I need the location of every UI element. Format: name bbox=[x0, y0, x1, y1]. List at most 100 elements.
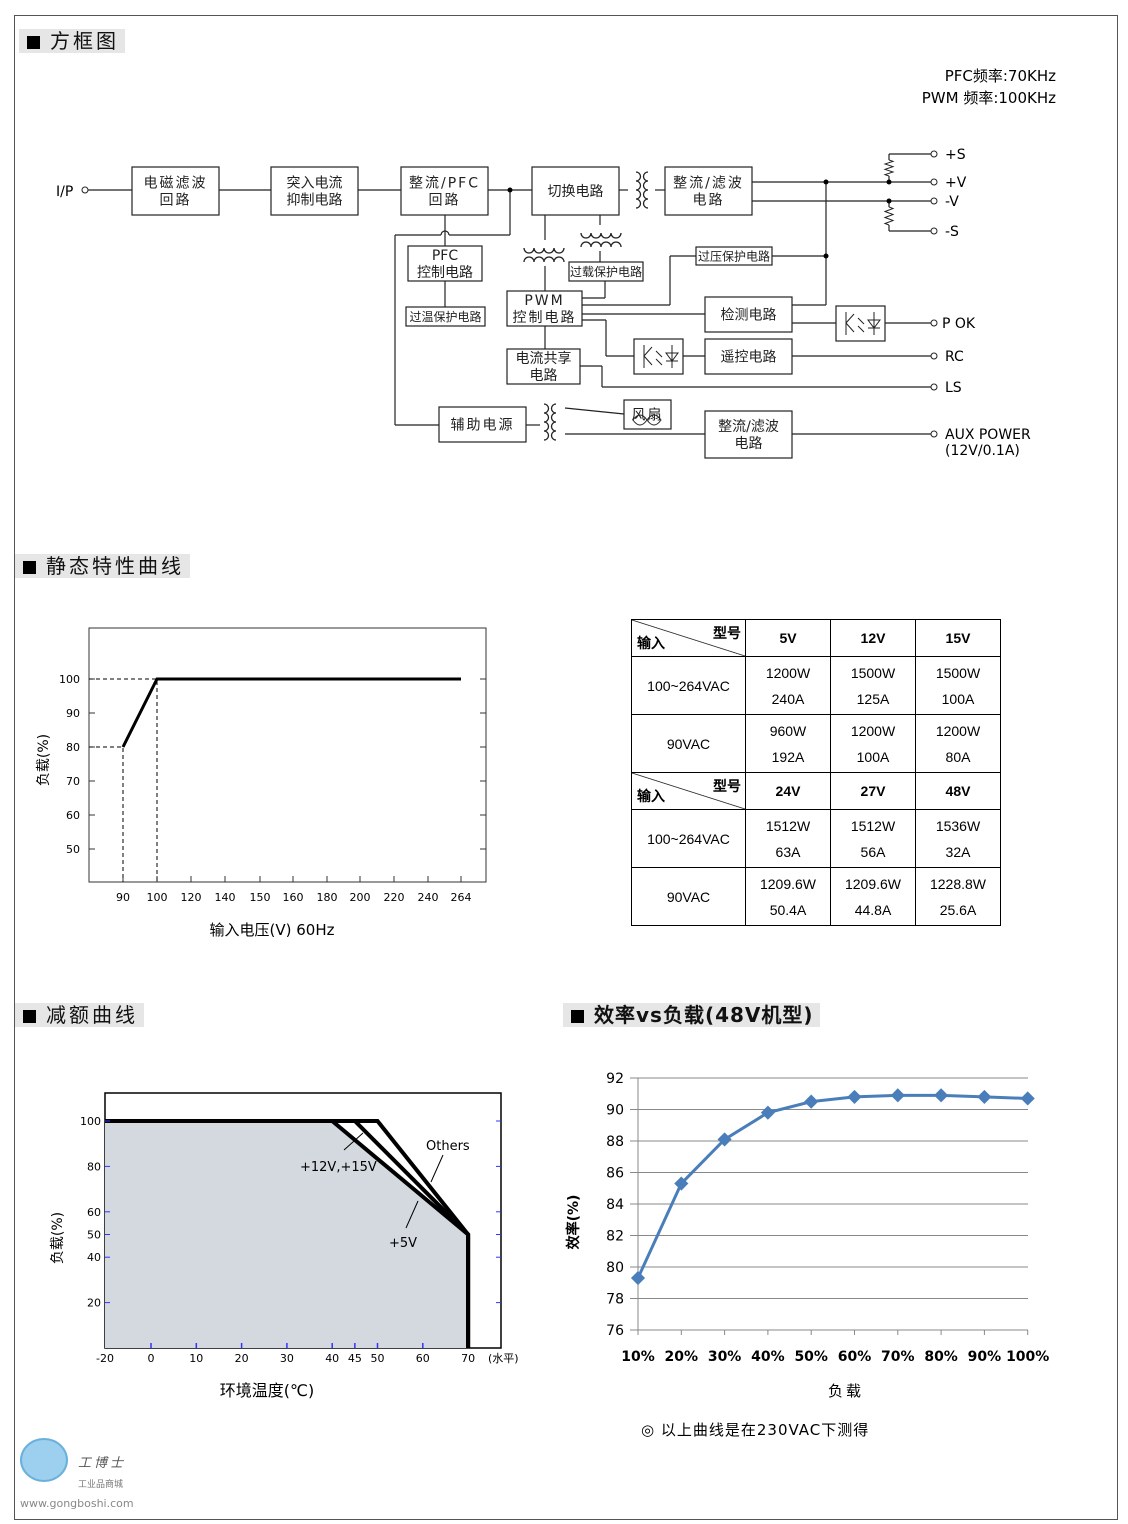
data-point bbox=[934, 1088, 949, 1103]
x-tick-label: 40 bbox=[325, 1352, 339, 1365]
y-axis-label: 负载(%) bbox=[50, 1212, 66, 1264]
block-label: 辅助电源 bbox=[451, 418, 515, 434]
current-value: 125A bbox=[856, 690, 890, 707]
section-static-curve: 静态特性曲线 bbox=[15, 554, 190, 578]
reference-dashed-line bbox=[89, 678, 158, 882]
terminal-icon bbox=[930, 430, 938, 438]
current-value: 63A bbox=[775, 843, 801, 860]
y-tick-label: 84 bbox=[606, 1197, 624, 1213]
block-box bbox=[405, 306, 486, 327]
label-5v: +5V bbox=[389, 1236, 417, 1251]
junction-dot bbox=[507, 187, 513, 193]
y-tick-label: 20 bbox=[87, 1297, 101, 1310]
power-value: 1228.8W bbox=[929, 875, 987, 892]
x-tick-label: 60% bbox=[838, 1349, 872, 1365]
transformer-coil-icon bbox=[635, 171, 642, 209]
x-tick-label: 20% bbox=[665, 1349, 699, 1365]
label-others: Others bbox=[426, 1139, 470, 1154]
output-label-aux: AUX POWER bbox=[945, 427, 1031, 443]
junction-dot bbox=[886, 198, 892, 204]
y-tick-label: 60 bbox=[66, 809, 80, 822]
block-label: 回路 bbox=[429, 193, 461, 209]
sense-resistor-icon bbox=[883, 206, 895, 226]
data-point bbox=[890, 1088, 905, 1103]
load-curve bbox=[121, 677, 461, 748]
block-box bbox=[623, 399, 672, 430]
junction-dot bbox=[823, 179, 829, 185]
x-tick-label: 100% bbox=[1006, 1349, 1049, 1365]
y-tick-label: 70 bbox=[66, 775, 80, 788]
watermark-logo: 工博士 工业品商城 www.gongboshi.com bbox=[16, 1432, 146, 1512]
input-cell: 90VAC bbox=[631, 714, 746, 773]
block-label: 切换电路 bbox=[548, 183, 604, 200]
current-value: 192A bbox=[771, 748, 805, 765]
model-header: 24V bbox=[745, 772, 831, 810]
power-value: 1500W bbox=[850, 664, 896, 681]
block-label: 电路 bbox=[693, 193, 725, 209]
current-value: 240A bbox=[771, 690, 805, 707]
model-header: 15V bbox=[915, 619, 1001, 657]
power-value: 1512W bbox=[765, 817, 811, 834]
block-box bbox=[704, 338, 793, 375]
x-tick-label: -20 bbox=[96, 1352, 114, 1365]
block-box bbox=[506, 348, 581, 385]
x-tick-label: 264 bbox=[451, 891, 472, 904]
corner-cell: 型号输入 bbox=[632, 620, 745, 656]
block-label: 突入电流 bbox=[287, 176, 343, 192]
x-tick-label: 45 bbox=[348, 1352, 362, 1365]
x-tick-label: 50 bbox=[371, 1352, 385, 1365]
block-otp: 过温保护电路 bbox=[405, 306, 486, 327]
y-tick-label: 90 bbox=[66, 707, 80, 720]
section-title: 效率vs负载(48V机型) bbox=[594, 1003, 814, 1027]
output-label-rc: RC bbox=[945, 349, 964, 365]
block-diagram: 电磁滤波回路突入电流抑制电路整流/PFC回路切换电路整流/滤波电路PFC控制电路… bbox=[56, 147, 1031, 459]
block-label: 回路 bbox=[160, 193, 192, 209]
annotation-arrow bbox=[343, 1132, 444, 1229]
block-label: 整流/PFC bbox=[409, 176, 480, 192]
opto-symbol bbox=[643, 345, 679, 368]
optocoupler-icon bbox=[835, 305, 886, 342]
block-olp: 过载保护电路 bbox=[568, 261, 644, 282]
block-box bbox=[407, 245, 483, 282]
data-point bbox=[630, 1270, 646, 1286]
x-tick-label: 120 bbox=[181, 891, 202, 904]
output-label-ls: LS bbox=[945, 380, 962, 396]
block-box bbox=[704, 296, 793, 333]
input-cell: 100~264VAC bbox=[631, 656, 746, 715]
output-label-vm: -V bbox=[945, 194, 959, 210]
connector-line bbox=[564, 407, 625, 415]
corner-input-label: 输入 bbox=[637, 635, 665, 651]
test-condition-note: ◎ 以上曲线是在230VAC下测得 bbox=[641, 1421, 870, 1439]
power-value: 1200W bbox=[765, 664, 811, 681]
power-value: 1536W bbox=[935, 817, 981, 834]
current-value: 25.6A bbox=[939, 901, 977, 918]
x-tick-label: 70% bbox=[881, 1349, 915, 1365]
block-label: PFC bbox=[432, 248, 458, 264]
terminal-icon bbox=[930, 227, 938, 235]
transformer-coil-icon bbox=[543, 403, 550, 441]
efficiency-line bbox=[636, 1093, 1028, 1279]
x-tick-label: 70 bbox=[461, 1352, 475, 1365]
terminal-icon bbox=[930, 319, 938, 327]
input-cell: 100~264VAC bbox=[631, 809, 746, 868]
current-value: 100A bbox=[941, 690, 975, 707]
block-switch: 切换电路 bbox=[531, 166, 620, 216]
section-block-diagram: 方框图 bbox=[19, 29, 125, 53]
section-title: 静态特性曲线 bbox=[46, 554, 184, 578]
output-label-sm: -S bbox=[945, 224, 959, 240]
power-value: 1200W bbox=[850, 722, 896, 739]
y-axis-label: 负载(%) bbox=[36, 734, 52, 786]
output-label-pok: P OK bbox=[942, 316, 976, 332]
label-12v-15v: +12V,+15V bbox=[300, 1160, 377, 1175]
x-tick-label: 40% bbox=[751, 1349, 785, 1365]
x-tick-label: 0 bbox=[148, 1352, 155, 1365]
data-point bbox=[674, 1176, 689, 1191]
rating-cell: 1200W 240A bbox=[745, 656, 831, 715]
optocoupler-icon bbox=[633, 338, 684, 375]
